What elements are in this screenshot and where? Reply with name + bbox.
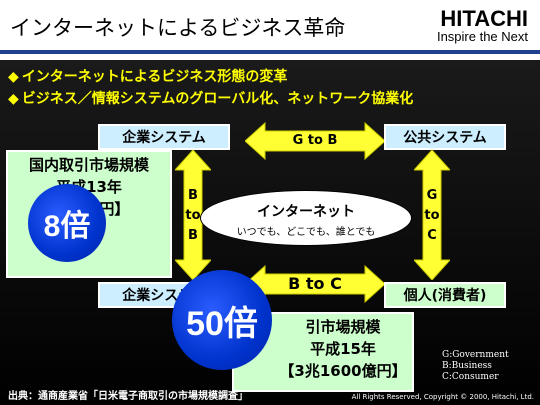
g-to-c-label-part: G <box>426 188 438 203</box>
b-to-b-label-part: B <box>188 228 198 243</box>
legend: G:Government B:Business C:Consumer <box>442 350 509 383</box>
legend-item: B:Business <box>442 361 492 371</box>
market-line: 引市場規模 <box>305 318 381 336</box>
market-line: 国内取引市場規模 <box>28 156 149 174</box>
node-kigyo-top: 企業システム <box>98 124 230 150</box>
g-to-b-arrow <box>245 121 385 161</box>
bullet-item: ◆ビジネス／情報システムのグローバル化、ネットワーク協業化 <box>8 88 413 108</box>
legend-item: C:Consumer <box>442 372 499 382</box>
fifty-times-badge: 50倍 <box>172 270 272 370</box>
node-kokyo: 公共システム <box>384 124 506 150</box>
g-to-c-label: G to C <box>414 186 450 246</box>
legend-item: G:Government <box>442 350 509 360</box>
bullet-item: ◆インターネットによるビジネス形態の変革 <box>8 66 287 86</box>
hitachi-tagline: Inspire the Next <box>436 29 528 44</box>
market-line: 平成15年 <box>310 340 376 358</box>
node-kojin: 個人(消費者) <box>384 282 506 308</box>
diamond-bullet-icon: ◆ <box>8 91 19 107</box>
b-to-b-label: B to B <box>175 186 211 246</box>
b-to-b-arrow <box>175 150 211 280</box>
title-bar <box>0 0 540 52</box>
g-to-b-label: G to B <box>292 133 338 148</box>
market-line: 【3兆1600億円】 <box>279 362 407 380</box>
page-title: インターネットによるビジネス革命 <box>10 16 346 40</box>
b-to-b-label-part: B <box>188 188 198 203</box>
internet-subtitle: いつでも、どこでも、誰とでも <box>236 227 376 238</box>
b-to-c-label: B to C <box>288 274 342 293</box>
internet-ellipse: インターネット いつでも、どこでも、誰とでも <box>200 190 412 246</box>
bullet-text: インターネットによるビジネス形態の変革 <box>21 69 288 85</box>
hitachi-logo: HITACHI <box>440 6 528 31</box>
source-note: 出典：通商産業省「日米電子商取引の市場規模調査」 <box>8 391 248 402</box>
internet-title: インターネット <box>257 204 355 220</box>
eight-times-badge: 8倍 <box>28 184 106 262</box>
g-to-c-arrow <box>414 150 450 280</box>
copyright: All Rights Reserved, Copyright © 2000, H… <box>351 393 534 401</box>
title-underline <box>0 50 540 54</box>
bullet-text: ビジネス／情報システムのグローバル化、ネットワーク協業化 <box>21 91 414 107</box>
b-to-b-label-part: to <box>185 208 201 223</box>
diamond-bullet-icon: ◆ <box>8 69 19 85</box>
g-to-c-label-part: to <box>424 208 440 223</box>
g-to-c-label-part: C <box>427 228 437 243</box>
